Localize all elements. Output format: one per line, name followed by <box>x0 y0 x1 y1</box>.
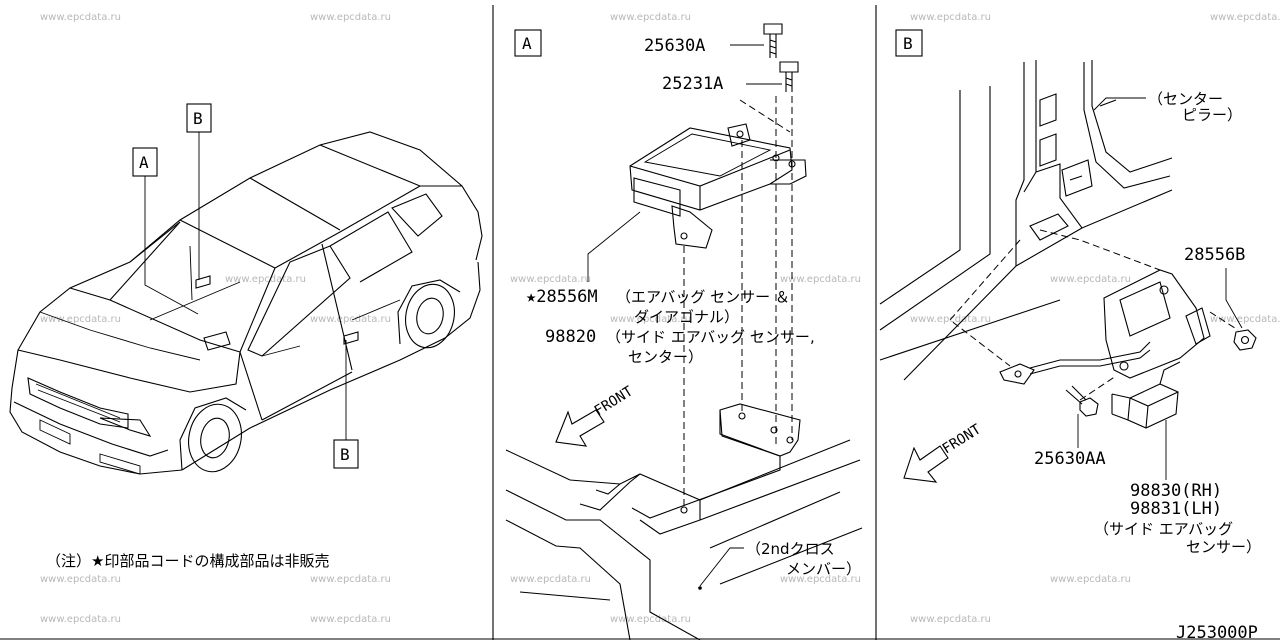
watermark: www.epcdata.ru <box>1210 314 1280 325</box>
side-sensor-desc-1: （サイド エアバッグ センサー, <box>606 328 815 346</box>
front-label-a: FRONT <box>592 383 637 419</box>
callout-a-letter: A <box>139 153 149 172</box>
watermark: www.epcdata.ru <box>40 574 121 585</box>
side-sensor-desc-2: センター） <box>628 348 703 366</box>
member-label-2: メンバー） <box>786 560 861 578</box>
front-arrow-icon <box>555 409 605 447</box>
callout-b-top-letter: B <box>193 109 203 128</box>
bolt-25231a <box>779 61 799 92</box>
watermark: www.epcdata.ru <box>610 12 691 23</box>
part-98830-rh: 98830(RH) <box>1130 481 1222 501</box>
watermark: www.epcdata.ru <box>310 314 391 325</box>
watermark: www.epcdata.ru <box>40 314 121 325</box>
front-label-b: FRONT <box>940 421 985 457</box>
part-98820: 98820 <box>545 327 596 347</box>
nut-28556b <box>1233 329 1257 351</box>
part-28556m: ★28556M <box>526 287 598 307</box>
callout-b-top: B <box>186 103 212 280</box>
watermark: www.epcdata.ru <box>40 614 121 625</box>
watermark: www.epcdata.ru <box>780 574 861 585</box>
section-a-letter: A <box>522 34 532 53</box>
watermark: www.epcdata.ru <box>1050 274 1131 285</box>
member-label-1: （2ndクロス <box>746 540 835 558</box>
watermark: www.epcdata.ru <box>310 12 391 23</box>
part-25231a: 25231A <box>662 74 723 94</box>
bolt-25630aa <box>1065 385 1099 417</box>
watermark: www.epcdata.ru <box>610 314 691 325</box>
section-a-label: A <box>514 29 542 57</box>
part-25630aa: 25630AA <box>1034 449 1106 469</box>
side-sensor-b-desc-1: （サイド エアバッグ <box>1094 520 1233 538</box>
watermark: www.epcdata.ru <box>1050 574 1131 585</box>
watermark: www.epcdata.ru <box>1210 12 1280 23</box>
watermark: www.epcdata.ru <box>40 12 121 23</box>
watermark: www.epcdata.ru <box>510 274 591 285</box>
car-overview <box>9 131 483 475</box>
sensor-desc-2: ダイアゴナル） <box>634 308 739 326</box>
pillar-label-2: ピラー） <box>1182 106 1242 124</box>
callout-a: A <box>132 147 199 315</box>
center-pillar <box>879 60 1173 381</box>
part-25630a: 25630A <box>644 36 705 56</box>
section-b-label: B <box>895 29 923 57</box>
watermark: www.epcdata.ru <box>310 574 391 585</box>
side-sensor-b-desc-2: センサー） <box>1186 538 1261 556</box>
diagram-code: J253000P <box>1176 623 1258 640</box>
cross-member <box>505 403 863 640</box>
watermark: www.epcdata.ru <box>910 12 991 23</box>
front-arrow-icon <box>903 445 949 483</box>
watermark: www.epcdata.ru <box>780 274 861 285</box>
part-28556b: 28556B <box>1184 245 1245 265</box>
pillar-label-1: （センター <box>1148 90 1223 108</box>
watermark: www.epcdata.ru <box>510 574 591 585</box>
sensor-desc-1: （エアバッグ センサー ＆ <box>616 288 790 306</box>
part-98831-lh: 98831(LH) <box>1130 499 1222 519</box>
watermark: www.epcdata.ru <box>910 614 991 625</box>
callout-b-bottom-letter: B <box>340 445 350 464</box>
watermark: www.epcdata.ru <box>610 614 691 625</box>
watermark: www.epcdata.ru <box>310 614 391 625</box>
airbag-sensor-module <box>629 123 807 249</box>
bolt-25630a <box>763 23 783 58</box>
note-text: （注）★印部品コードの構成部品は非販売 <box>46 552 329 570</box>
side-airbag-sensor <box>999 269 1211 429</box>
section-b-letter: B <box>903 34 913 53</box>
watermark: www.epcdata.ru <box>225 274 306 285</box>
callout-b-bottom: B <box>333 340 359 469</box>
